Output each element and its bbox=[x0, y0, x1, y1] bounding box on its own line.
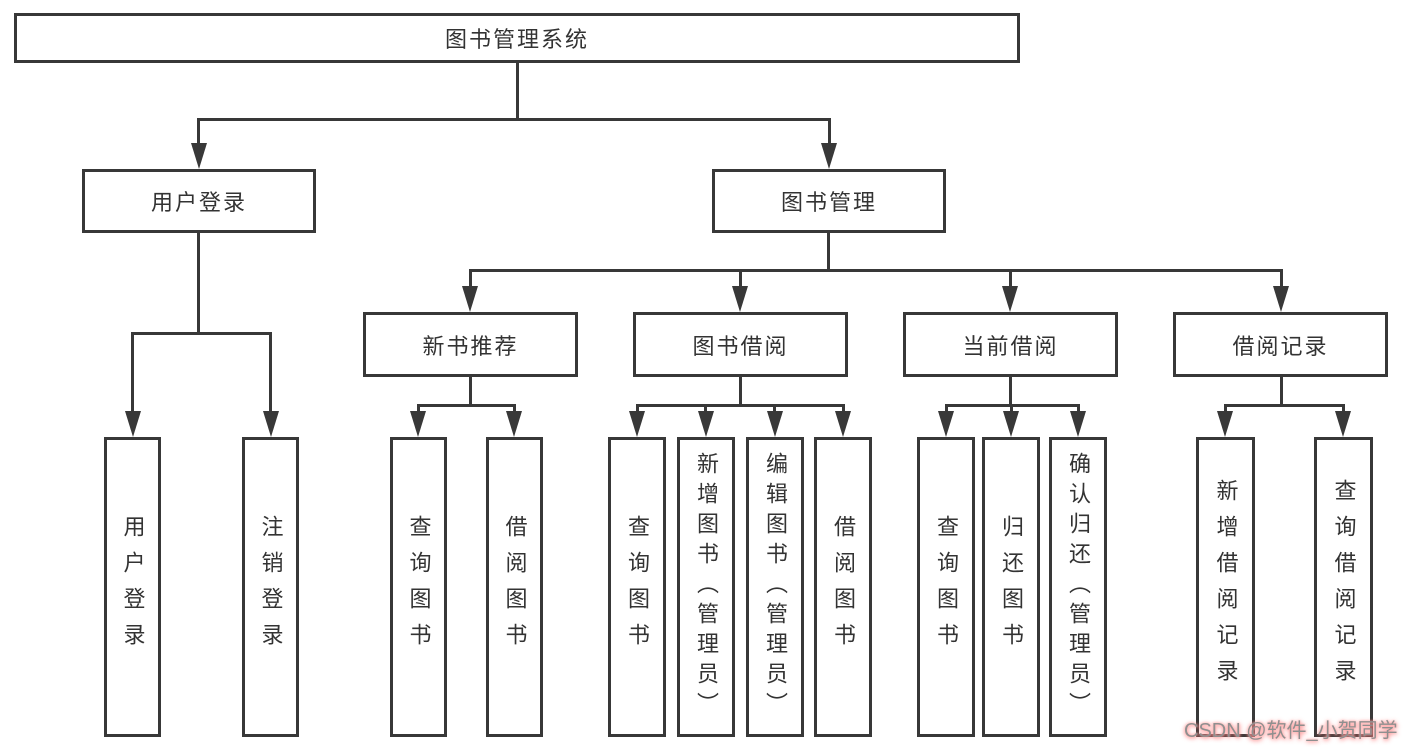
watermark: CSDN @软件_小贺同学 bbox=[1184, 720, 1398, 742]
connector-line bbox=[636, 404, 845, 407]
node-label: 用户登录 bbox=[150, 190, 247, 215]
connector-line bbox=[469, 375, 472, 407]
leaf-query-borrow-record: 查询借阅记录 bbox=[1314, 437, 1373, 737]
node-book-borrowing: 图书借阅 bbox=[633, 312, 848, 377]
connector-line bbox=[131, 332, 134, 414]
node-label: 新增图书（管理员） bbox=[694, 452, 719, 722]
connector-line bbox=[131, 332, 272, 335]
leaf-logout: 注销登录 bbox=[242, 437, 299, 737]
leaf-user-login: 用户登录 bbox=[104, 437, 161, 737]
node-label: 图书管理系统 bbox=[444, 27, 589, 52]
node-label: 归还图书 bbox=[999, 515, 1024, 659]
node-label: 编辑图书（管理员） bbox=[763, 452, 788, 722]
connector-line bbox=[513, 404, 516, 414]
node-label: 新增借阅记录 bbox=[1213, 479, 1239, 695]
node-label: 查询图书 bbox=[934, 515, 959, 659]
connector-line bbox=[1280, 269, 1283, 289]
node-label: 图书管理 bbox=[780, 190, 877, 215]
connector-line bbox=[197, 232, 200, 335]
arrow-down-icon bbox=[698, 411, 714, 437]
node-user-login: 用户登录 bbox=[82, 169, 316, 233]
connector-line bbox=[197, 118, 200, 146]
arrow-down-icon bbox=[506, 411, 522, 437]
arrow-down-icon bbox=[1335, 411, 1351, 437]
connector-line bbox=[269, 332, 272, 414]
arrow-down-icon bbox=[191, 143, 207, 169]
node-book-management: 图书管理 bbox=[712, 169, 946, 233]
node-borrowing-records: 借阅记录 bbox=[1173, 312, 1388, 377]
arrow-down-icon bbox=[835, 411, 851, 437]
connector-line bbox=[197, 118, 831, 121]
arrow-down-icon bbox=[1273, 286, 1289, 312]
node-current-borrowing: 当前借阅 bbox=[903, 312, 1118, 377]
connector-line bbox=[739, 375, 742, 407]
node-label: 借阅记录 bbox=[1232, 333, 1329, 359]
node-label: 新书推荐 bbox=[422, 333, 519, 359]
connector-line bbox=[417, 404, 516, 407]
connector-line bbox=[1009, 375, 1012, 407]
node-label: 借阅图书 bbox=[502, 515, 528, 659]
connector-line bbox=[1224, 404, 1227, 414]
connector-line bbox=[417, 404, 420, 414]
node-label: 确认归还（管理员） bbox=[1066, 452, 1091, 722]
connector-line bbox=[704, 404, 707, 414]
arrow-down-icon bbox=[125, 411, 141, 437]
node-label: 用户登录 bbox=[120, 515, 146, 659]
connector-line bbox=[1077, 404, 1080, 414]
connector-line bbox=[469, 269, 472, 289]
connector-line bbox=[1280, 375, 1283, 407]
leaf-return-book: 归还图书 bbox=[982, 437, 1040, 737]
leaf-borrow-books-2: 借阅图书 bbox=[814, 437, 872, 737]
arrow-down-icon bbox=[732, 286, 748, 312]
node-label: 当前借阅 bbox=[962, 333, 1059, 359]
connector-line bbox=[827, 232, 830, 272]
connector-line bbox=[1009, 269, 1012, 289]
arrow-down-icon bbox=[767, 411, 783, 437]
arrow-down-icon bbox=[629, 411, 645, 437]
node-label: 查询借阅记录 bbox=[1331, 479, 1357, 695]
leaf-edit-book-admin: 编辑图书（管理员） bbox=[746, 437, 804, 737]
leaf-add-book-admin: 新增图书（管理员） bbox=[677, 437, 735, 737]
arrow-down-icon bbox=[1217, 411, 1233, 437]
connector-line bbox=[773, 404, 776, 414]
connector-line bbox=[516, 63, 519, 121]
connector-line bbox=[842, 404, 845, 414]
leaf-query-books-3: 查询图书 bbox=[917, 437, 975, 737]
arrow-down-icon bbox=[938, 411, 954, 437]
arrow-down-icon bbox=[1003, 411, 1019, 437]
leaf-add-borrow-record: 新增借阅记录 bbox=[1196, 437, 1255, 737]
arrow-down-icon bbox=[462, 286, 478, 312]
connector-line bbox=[828, 118, 831, 146]
connector-line bbox=[1010, 404, 1013, 414]
node-new-book-recommendation: 新书推荐 bbox=[363, 312, 578, 377]
arrow-down-icon bbox=[1002, 286, 1018, 312]
leaf-query-books-1: 查询图书 bbox=[390, 437, 447, 737]
node-label: 注销登录 bbox=[258, 515, 284, 659]
connector-line bbox=[1224, 404, 1345, 407]
node-library-management-system: 图书管理系统 bbox=[14, 13, 1020, 63]
arrow-down-icon bbox=[263, 411, 279, 437]
connector-line bbox=[636, 404, 639, 414]
node-label: 图书借阅 bbox=[692, 333, 789, 359]
connector-line bbox=[469, 269, 1283, 272]
arrow-down-icon bbox=[821, 143, 837, 169]
node-label: 查询图书 bbox=[625, 515, 650, 659]
arrow-down-icon bbox=[410, 411, 426, 437]
leaf-borrow-books-1: 借阅图书 bbox=[486, 437, 543, 737]
node-label: 借阅图书 bbox=[831, 515, 856, 659]
node-label: 查询图书 bbox=[406, 515, 432, 659]
leaf-confirm-return-admin: 确认归还（管理员） bbox=[1049, 437, 1107, 737]
leaf-query-books-2: 查询图书 bbox=[608, 437, 666, 737]
connector-line bbox=[945, 404, 948, 414]
connector-line bbox=[739, 269, 742, 289]
connector-line bbox=[1342, 404, 1345, 414]
arrow-down-icon bbox=[1070, 411, 1086, 437]
